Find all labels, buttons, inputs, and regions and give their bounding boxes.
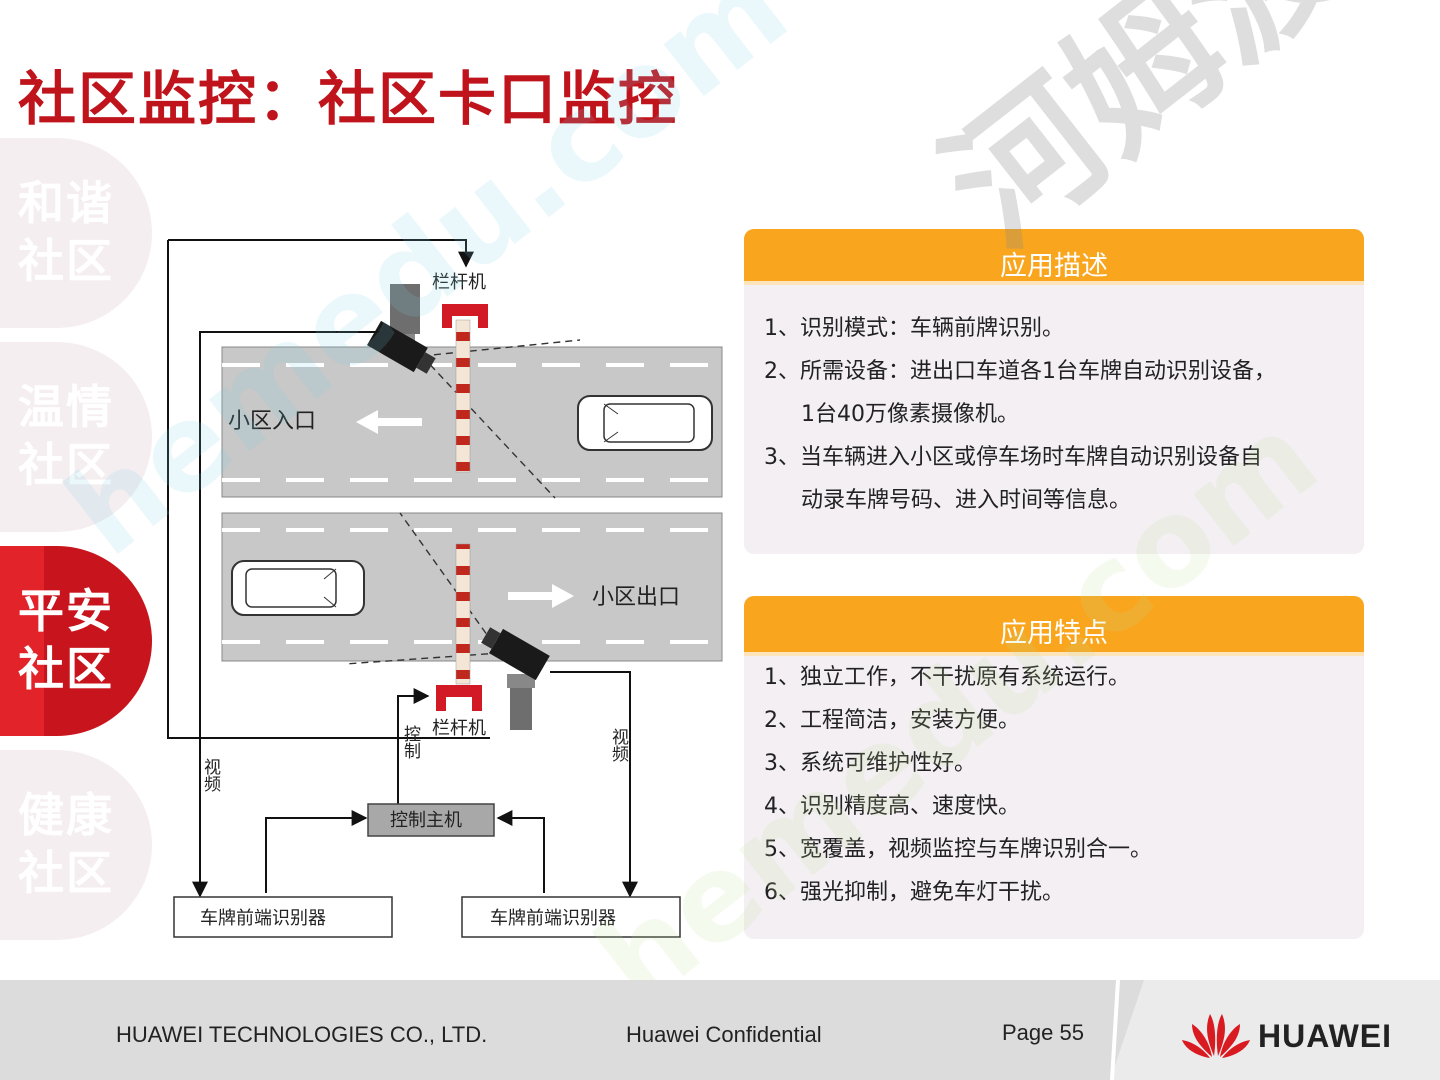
- description-line: 3、当车辆进入小区或停车场时车牌自动识别设备自: [764, 445, 1262, 470]
- features-panel: 应用特点 1、独立工作，不干扰原有系统运行。 2、工程简洁，安装方便。 3、系统…: [744, 596, 1364, 939]
- reader-left-label: 车牌前端识别器: [200, 908, 326, 929]
- feature-line: 1、独立工作，不干扰原有系统运行。: [764, 665, 1130, 690]
- page-number: Page 55: [1002, 1020, 1084, 1045]
- feature-line: 4、识别精度高、速度快。: [764, 794, 1020, 819]
- exit-arrow: [508, 584, 574, 608]
- footer: [0, 980, 1440, 1080]
- exit-label: 小区出口: [592, 585, 680, 610]
- features-header: 应用特点: [744, 596, 1364, 656]
- nav-item-warmth[interactable]: 温情 社区: [0, 342, 152, 532]
- feature-line: 6、强光抑制，避免车灯干扰。: [764, 880, 1064, 905]
- gate-monitoring-diagram: 小区入口 小区出口 栏杆机 栏杆机 控制主机 视频 视频 控制 车牌前端识别器 …: [167, 239, 723, 938]
- nav-item-label: 平安: [18, 584, 114, 638]
- slide-title: 社区监控：社区卡口监控: [18, 65, 679, 133]
- description-header: 应用描述: [744, 229, 1364, 285]
- reader-right: [461, 896, 681, 938]
- description-line: 1台40万像素摄像机。: [801, 402, 1019, 427]
- footer-company: HUAWEI TECHNOLOGIES CO., LTD.: [116, 1022, 488, 1047]
- feature-line: 2、工程简洁，安装方便。: [764, 708, 1020, 733]
- entrance-label: 小区入口: [228, 409, 316, 434]
- nav-item-label: 温情: [18, 380, 114, 434]
- huawei-brand: HUAWEI: [1258, 1018, 1392, 1054]
- nav-item-label: 社区: [18, 234, 114, 288]
- nav-item-label: 和谐: [18, 176, 114, 230]
- nav-item-label: 社区: [18, 642, 114, 696]
- description-line: 动录车牌号码、进入时间等信息。: [801, 488, 1132, 513]
- control-label: 控制: [400, 725, 421, 759]
- reader-left: [173, 896, 393, 938]
- nav-item-harmony[interactable]: 和谐 社区: [0, 138, 152, 328]
- control-host-label: 控制主机: [390, 810, 462, 831]
- description-line: 2、所需设备：进出口车道各1台车牌自动识别设备，: [764, 359, 1276, 384]
- nav-item-label: 健康: [18, 788, 114, 842]
- nav-item-label: 社区: [18, 438, 114, 492]
- barrier-bottom-label: 栏杆机: [432, 718, 486, 739]
- video-right-label: 视频: [608, 728, 629, 762]
- description-panel: 应用描述 1、识别模式：车辆前牌识别。 2、所需设备：进出口车道各1台车牌自动识…: [744, 229, 1364, 554]
- video-left-label: 视频: [200, 758, 221, 792]
- barrier-top-label: 栏杆机: [432, 272, 486, 293]
- feature-line: 3、系统可维护性好。: [764, 751, 976, 776]
- description-line: 1、识别模式：车辆前牌识别。: [764, 316, 1064, 341]
- feature-line: 5、宽覆盖，视频监控与车牌识别合一。: [764, 837, 1152, 862]
- nav-item-safety[interactable]: 平安 社区: [0, 546, 152, 736]
- nav-item-health[interactable]: 健康 社区: [0, 750, 152, 940]
- huawei-logo-icon: [1182, 1014, 1250, 1058]
- control-host: [367, 803, 495, 837]
- nav-item-label: 社区: [18, 846, 114, 900]
- reader-right-label: 车牌前端识别器: [490, 908, 616, 929]
- entrance-arrow: [356, 410, 422, 434]
- car-entrance-lane: [577, 395, 713, 451]
- car-exit-lane: [231, 560, 365, 616]
- footer-confidential: Huawei Confidential: [626, 1022, 822, 1047]
